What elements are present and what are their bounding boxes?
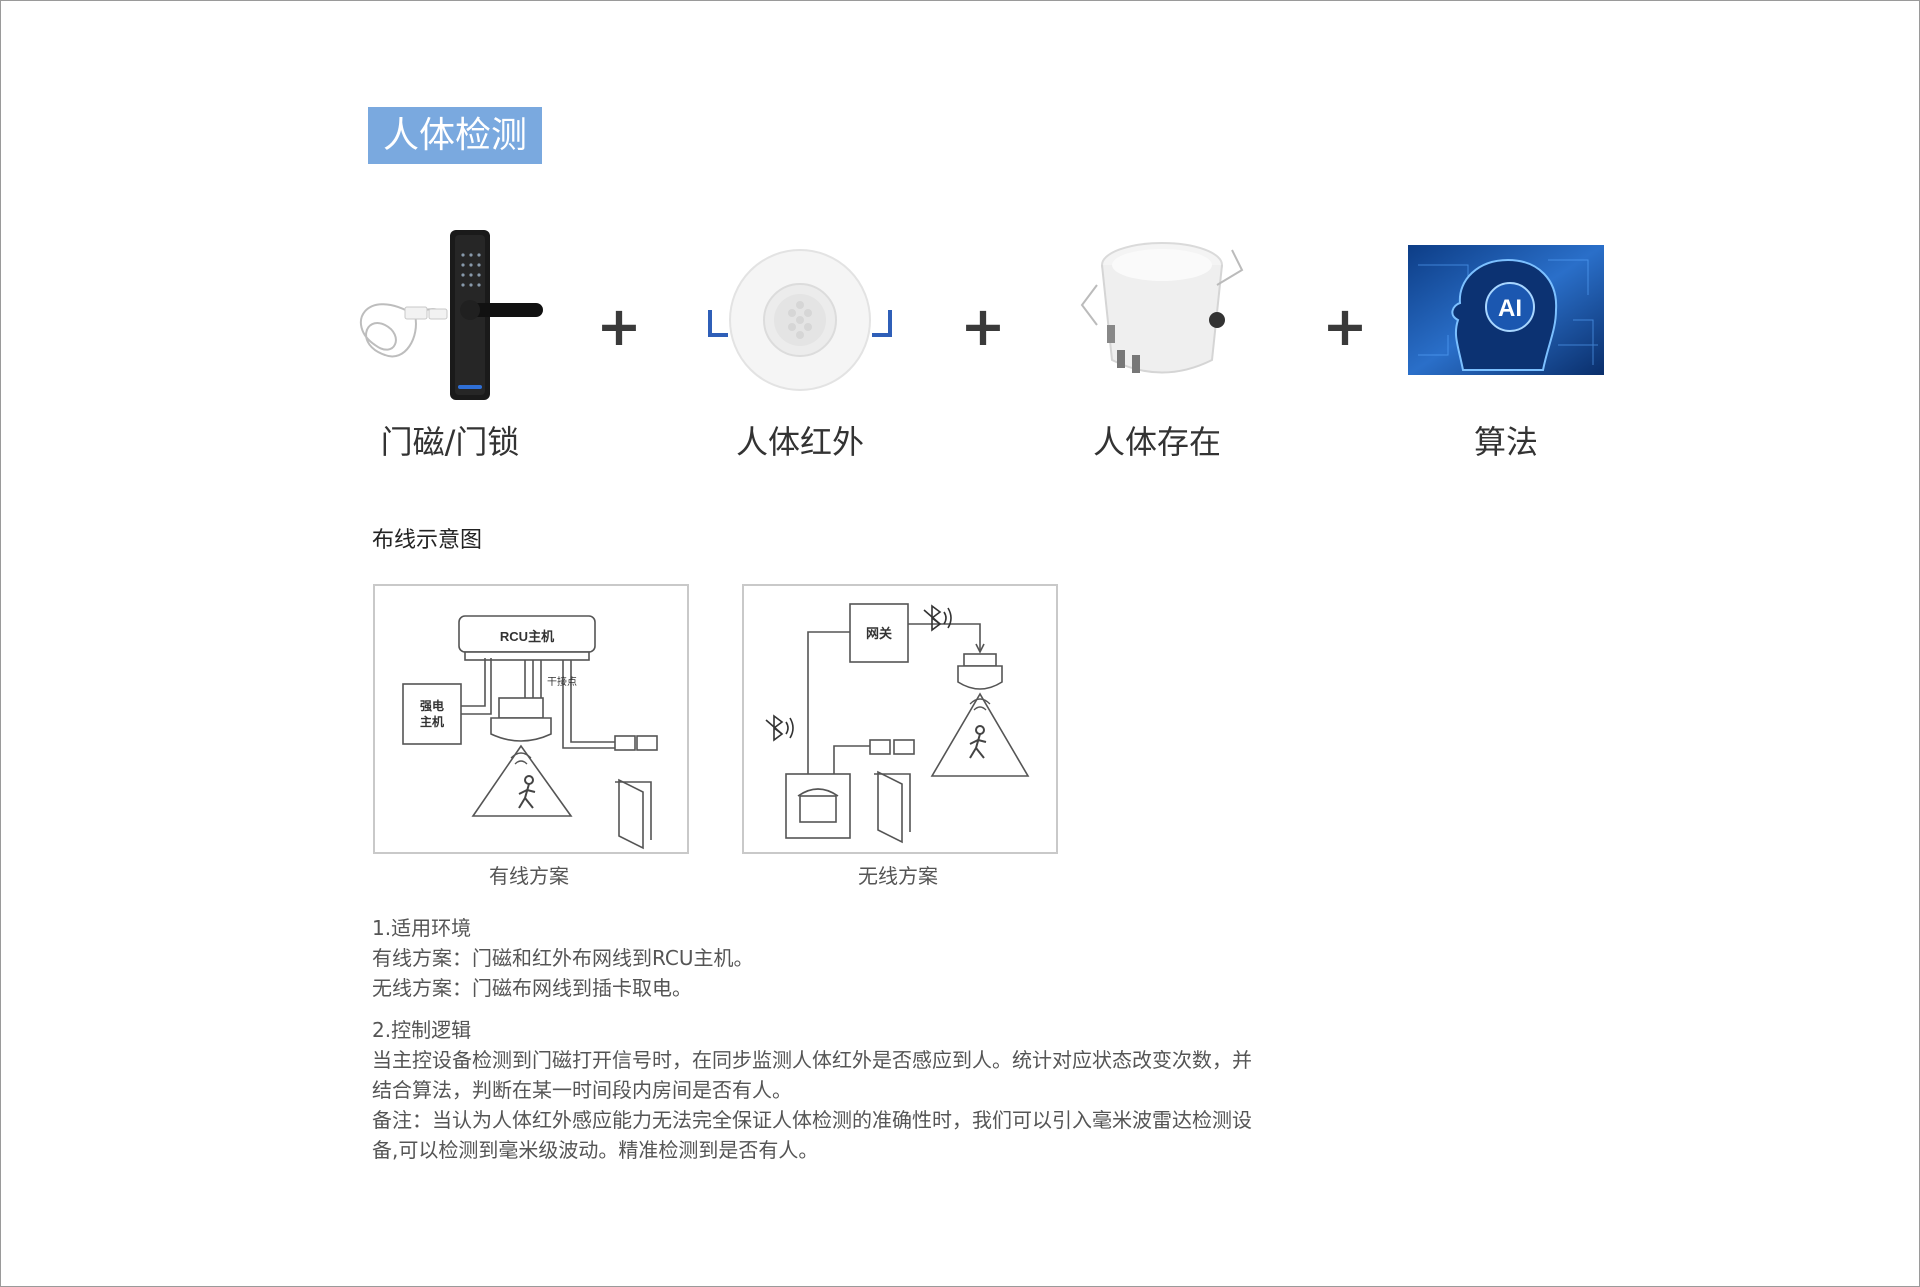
logic-line: 结合算法，判断在某一时间段内房间是否有人。 (372, 1078, 792, 1102)
ai-brain-icon: AI (1408, 245, 1604, 375)
logic-line: 当主控设备检测到门磁打开信号时，在同步监测人体红外是否感应到人。统计对应状态改变… (372, 1048, 1252, 1072)
product-algorithm: AI 算法 (1408, 225, 1604, 475)
dry-contact-label: 干接点 (547, 675, 577, 688)
product-label: 人体红外 (735, 423, 864, 461)
product-presence: 人体存在 (1057, 225, 1257, 475)
door-lock-icon (359, 230, 543, 400)
wired-diagram: RCU主机 干接点 强电 主机 (373, 584, 689, 854)
product-label: 人体存在 (1092, 423, 1221, 461)
wireless-diagram: 网关 (742, 584, 1058, 854)
wireless-diagram-drawing: 网关 (765, 603, 1030, 844)
power-host-label-2: 主机 (420, 714, 444, 729)
plus-sign: + (1322, 295, 1368, 358)
plus-sign: + (960, 295, 1006, 358)
product-label: 算法 (1473, 423, 1538, 461)
pir-sensor-icon (708, 249, 892, 391)
control-logic-notes: 2.控制逻辑 当主控设备检测到门磁打开信号时，在同步监测人体红外是否感应到人。统… (372, 1015, 1312, 1165)
env-line: 无线方案：门磁布网线到插卡取电。 (372, 976, 692, 1000)
wired-caption: 有线方案 (489, 864, 569, 888)
power-host-label-1: 强电 (420, 698, 444, 713)
page-title: 人体检测 (368, 107, 542, 164)
product-pir: 人体红外 (700, 225, 900, 475)
wireless-caption: 无线方案 (858, 864, 938, 888)
wiring-heading: 布线示意图 (372, 528, 483, 553)
logic-line: 备注：当认为人体红外感应能力无法完全保证人体检测的准确性时，我们可以引入毫米波雷… (372, 1108, 1252, 1132)
logic-title: 2.控制逻辑 (372, 1018, 472, 1042)
environment-notes: 1.适用环境 有线方案：门磁和红外布网线到RCU主机。 无线方案：门磁布网线到插… (372, 913, 1312, 1003)
product-label: 门磁/门锁 (380, 423, 520, 461)
wired-diagram-drawing: RCU主机 干接点 强电 主机 (402, 615, 658, 850)
ai-badge-text: AI (1498, 295, 1522, 322)
product-door-lock: 门磁/门锁 (345, 225, 555, 475)
logic-line: 备,可以检测到毫米级波动。精准检测到是否有人。 (372, 1138, 819, 1162)
bluetooth-icon (765, 714, 794, 742)
env-line: 有线方案：门磁和红外布网线到RCU主机。 (372, 946, 754, 970)
gateway-label: 网关 (866, 626, 892, 641)
presence-sensor-icon (1080, 242, 1244, 374)
bluetooth-icon (923, 604, 952, 632)
plus-sign: + (596, 295, 642, 358)
rcu-label: RCU主机 (500, 629, 554, 644)
env-title: 1.适用环境 (372, 916, 472, 940)
